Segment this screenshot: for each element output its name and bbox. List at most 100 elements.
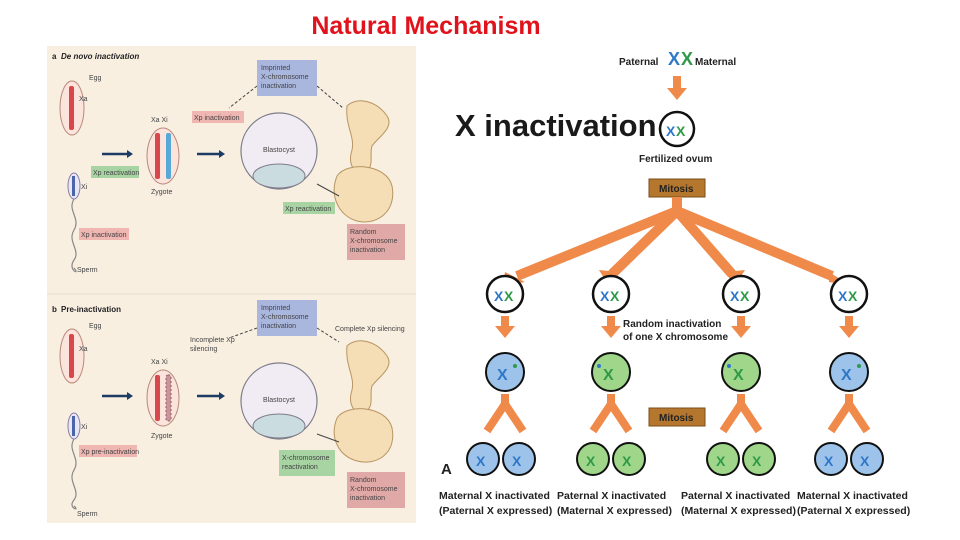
cell-maternal-active: [576, 442, 610, 476]
branch-arrow: [608, 207, 681, 278]
random-box-a: [347, 224, 405, 260]
de-novo-pre-inactivation-figure: a De novo inactivation Egg Xa Xp reactiv…: [47, 46, 416, 523]
left-figure-svg: a De novo inactivation Egg Xa Xp reactiv…: [47, 52, 416, 518]
imprinted-box-a: [257, 60, 317, 96]
zygote-a-chromosome-red: [155, 133, 160, 179]
arrow-head: [601, 326, 621, 338]
cell-both-x: [485, 274, 525, 314]
xi-label-a: Xi: [81, 184, 88, 191]
x-reactivation-label-1: X-chromosome: [282, 455, 330, 462]
embryo-b-lower: [333, 408, 394, 463]
imprinted-box-b: [257, 300, 317, 336]
x-reactivation-label-2: reactivation: [282, 464, 318, 471]
x-reactivation-box: [279, 450, 335, 476]
chrom-icon: X: [716, 453, 726, 469]
egg-b-chromosome: [69, 334, 74, 378]
mitosis-box-2: [648, 407, 706, 427]
fork-arrow: [483, 394, 527, 434]
chrom-icon: X: [622, 453, 632, 469]
xa-xi-label-b: Xa Xi: [151, 359, 168, 366]
zygote-b: [146, 369, 180, 427]
chrom-icon: X: [838, 288, 848, 304]
chrom-icon: X: [740, 288, 750, 304]
xp-reactivation-box-2: [283, 202, 335, 214]
chrom-icon: X: [733, 367, 744, 384]
complete-silencing-label: Complete Xp silencing: [335, 326, 405, 333]
egg-label-a: Egg: [89, 75, 102, 82]
xp-pre-box: [79, 445, 137, 457]
inner-cell-mass-a: [252, 163, 306, 189]
incomplete-label-1: Incomplete Xp: [190, 337, 235, 344]
cell-maternal-active: [742, 442, 776, 476]
chrom-icon: X: [860, 453, 870, 469]
chrom-icon: X: [600, 288, 610, 304]
x-inactivation-heading: X inactivation: [455, 108, 657, 143]
maternal-x-icon: X: [681, 49, 693, 69]
fork-arrows: [483, 394, 871, 434]
chrom-icon: X: [476, 453, 486, 469]
embryo-a-upper: [346, 100, 390, 174]
outcome-4-line1: Maternal X inactivated: [797, 490, 908, 502]
section-a-letter: a: [52, 52, 57, 61]
blastocyst-label-b: Blastocyst: [263, 397, 295, 404]
x-inactivation-figure: Paternal X X Maternal X inactivation X X…: [437, 46, 917, 526]
xp-reactivation-label: Xp reactivation: [93, 170, 139, 177]
zygote-b-chromosome-red: [155, 375, 160, 421]
dashed-arrow: [316, 327, 340, 343]
embryo-a-lower: [333, 166, 394, 223]
mitosis-label-2: Mitosis: [659, 413, 694, 424]
cell-both-x: [591, 274, 631, 314]
cell-paternal-active: [502, 442, 536, 476]
zygote-a: [146, 127, 180, 185]
barr-body: [857, 364, 861, 368]
arrow-shaft: [673, 76, 681, 88]
dashed-arrow: [228, 327, 258, 339]
mitosis-label-1: Mitosis: [659, 184, 694, 195]
right-figure-svg: Paternal X X Maternal X inactivation X X…: [439, 49, 910, 517]
random-label-2: X-chromosome: [350, 238, 398, 245]
xp-inactivation-box-2: [79, 228, 129, 240]
fertilized-ovum-label: Fertilized ovum: [639, 154, 712, 165]
cell-row-2: X X X X: [485, 352, 869, 392]
imprinted-label-2: X-chromosome: [261, 74, 309, 81]
chrom-icon: X: [512, 453, 522, 469]
section-b-title: Pre-inactivation: [61, 305, 121, 314]
arrow-shaft: [501, 316, 509, 326]
arrow-head: [219, 150, 225, 158]
random-label-1b: Random: [350, 477, 377, 484]
arrow-head: [667, 88, 687, 100]
chrom-icon: X: [752, 453, 762, 469]
embryo-b-upper: [346, 340, 390, 414]
xi-label-b: Xi: [81, 424, 88, 431]
branch-arrow: [515, 206, 679, 281]
chrom-icon: X: [497, 367, 508, 384]
cell-paternal-active: [850, 442, 884, 476]
chrom-icon: X: [848, 288, 858, 304]
fertilized-ovum-cell: [658, 110, 696, 148]
sperm-b-chromosome: [72, 416, 75, 436]
xa-xi-label-a: Xa Xi: [151, 117, 168, 124]
page-title: Natural Mechanism: [311, 12, 541, 40]
fork-arrow: [719, 394, 763, 434]
dashed-arrow: [228, 85, 258, 109]
random-box-b: [347, 472, 405, 508]
arrow-head: [731, 326, 751, 338]
arrow: [316, 433, 340, 443]
sperm-a-chromosome: [72, 176, 75, 196]
chrom-icon: X: [730, 288, 740, 304]
chrom-icon: X: [586, 453, 596, 469]
blastocyst-label-a: Blastocyst: [263, 147, 295, 154]
outcome-labels: Maternal X inactivated (Paternal X expre…: [439, 490, 910, 517]
chrom-icon: X: [841, 367, 852, 384]
dashed-arrow: [316, 85, 344, 109]
outcome-3-line1: Paternal X inactivated: [681, 490, 790, 502]
down-arrows-1: [495, 316, 859, 338]
zygote-b-chromosome-banded: [165, 374, 172, 422]
incomplete-label-2: silencing: [190, 346, 217, 353]
chrom-icon: X: [676, 123, 686, 139]
fork-arrow: [827, 394, 871, 434]
zygote-label-a: Zygote: [151, 189, 173, 196]
chrom-icon: X: [504, 288, 514, 304]
arrow-head: [839, 326, 859, 338]
cell-paternal-active: [829, 352, 869, 392]
